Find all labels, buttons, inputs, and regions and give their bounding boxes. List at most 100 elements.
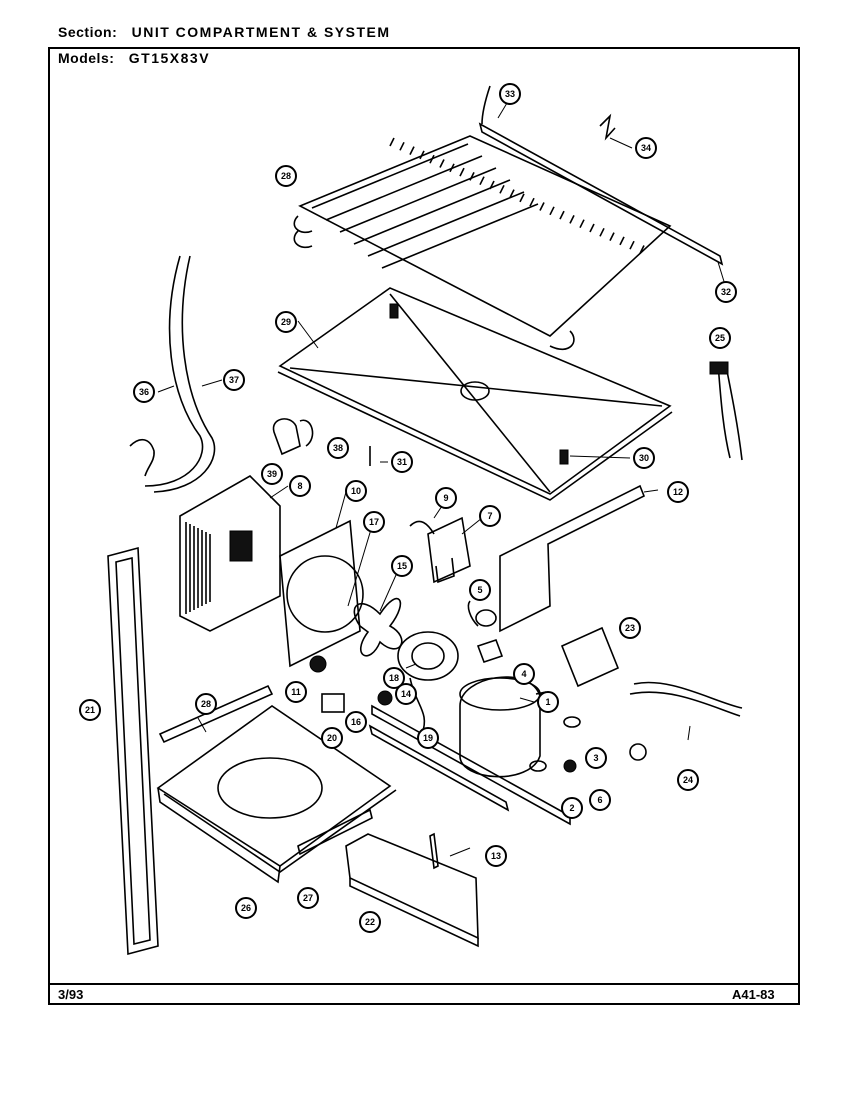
callout-number: 5 — [477, 585, 482, 595]
callout-number: 39 — [267, 469, 277, 479]
coil-fin — [549, 206, 555, 216]
callout-7: 7 — [479, 505, 501, 527]
callout-number: 20 — [327, 733, 337, 743]
callout-number: 11 — [291, 687, 301, 697]
callout-number: 8 — [297, 481, 302, 491]
fan-motor — [321, 631, 459, 735]
section-value: UNIT COMPARTMENT & SYSTEM — [131, 24, 391, 40]
callout-bubble — [585, 747, 607, 769]
callout-bubble — [261, 463, 283, 485]
callout-5: 5 — [469, 579, 491, 601]
callout-bubble — [321, 727, 343, 749]
callout-number: 30 — [639, 453, 649, 463]
callout-bubble — [359, 911, 381, 933]
coil-fin — [449, 163, 455, 173]
callout-bubble — [289, 475, 311, 497]
callout-13: 13 — [485, 845, 507, 867]
callout-21: 21 — [79, 699, 101, 721]
footer-page-code: A41-83 — [732, 987, 775, 1002]
callout-number: 15 — [397, 561, 407, 571]
callout-number: 25 — [715, 333, 725, 343]
coil-fin — [409, 146, 415, 155]
callout-bubble — [513, 663, 535, 685]
callout-bubble — [223, 369, 245, 391]
coil-fin — [389, 137, 395, 147]
callout-number: 18 — [389, 673, 399, 683]
callout-number: 9 — [443, 493, 448, 503]
callout-16: 16 — [345, 711, 367, 733]
callout-bubble — [363, 511, 385, 533]
callout-bubble — [561, 797, 583, 819]
bracket-assembly — [272, 418, 388, 466]
callout-bubble — [417, 727, 439, 749]
top-mounting-rail — [478, 85, 727, 289]
coil-fin — [579, 219, 585, 229]
coil-tube — [353, 179, 511, 245]
callout-number: 36 — [139, 387, 149, 397]
drain-pan — [277, 287, 673, 501]
coil-fin — [469, 172, 475, 181]
callout-30: 30 — [633, 447, 655, 469]
coil-fin — [489, 180, 495, 190]
callout-bubble — [391, 555, 413, 577]
coil-fin — [499, 184, 505, 194]
callout-bubble — [395, 683, 417, 705]
coil-tube — [311, 143, 469, 209]
coil-fin — [589, 223, 595, 233]
coil-tube — [339, 167, 497, 233]
coil-tube — [381, 203, 539, 269]
callout-number: 21 — [85, 705, 95, 715]
callout-bubble — [391, 451, 413, 473]
callout-number: 6 — [597, 795, 602, 805]
callout-3: 3 — [585, 747, 607, 769]
callout-number: 29 — [281, 317, 291, 327]
callout-number: 28 — [201, 699, 211, 709]
coil-fin — [529, 197, 535, 207]
callout-number: 33 — [505, 89, 515, 99]
callout-number: 32 — [721, 287, 731, 297]
callout-bubble — [383, 667, 405, 689]
callout-number: 31 — [397, 457, 407, 467]
coil-fin — [619, 236, 625, 246]
callout-bubble — [715, 281, 737, 303]
callout-14: 14 — [395, 683, 417, 705]
callout-bubble — [633, 447, 655, 469]
callout-number: 2 — [569, 803, 574, 813]
callout-bubble — [133, 381, 155, 403]
coil-fin — [539, 202, 545, 211]
callout-26: 26 — [235, 897, 257, 919]
callout-bubble — [635, 137, 657, 159]
condenser-coil — [293, 135, 672, 351]
rear-access-cover — [345, 832, 479, 948]
callout-32: 32 — [715, 281, 737, 303]
callout-number: 23 — [625, 623, 635, 633]
callout-number: 27 — [303, 893, 313, 903]
callout-bubble — [285, 681, 307, 703]
callout-number: 37 — [229, 375, 239, 385]
coil-fin — [639, 245, 645, 254]
callout-number: 16 — [351, 717, 361, 727]
section-header: Section: UNIT COMPARTMENT & SYSTEM — [58, 24, 391, 40]
callout-2: 2 — [561, 797, 583, 819]
callout-number: 38 — [333, 443, 343, 453]
callout-bubble — [667, 481, 689, 503]
callout-28: 28 — [195, 693, 217, 715]
callout-bubble — [589, 789, 611, 811]
callout-4: 4 — [513, 663, 535, 685]
callout-29: 29 — [275, 311, 297, 333]
relay-overload-assembly — [409, 499, 620, 688]
callout-bubble — [235, 897, 257, 919]
callout-number: 26 — [241, 903, 251, 913]
callout-number: 22 — [365, 917, 375, 927]
callout-27: 27 — [297, 887, 319, 909]
callout-25: 25 — [709, 327, 731, 349]
coil-fin — [509, 189, 515, 198]
coil-fin — [429, 154, 435, 164]
compressor — [459, 676, 547, 778]
models-label: Models: — [58, 50, 115, 66]
callout-24: 24 — [677, 769, 699, 791]
coil-fin — [419, 150, 425, 160]
coil-fin — [569, 215, 575, 224]
drain-tubes — [129, 255, 223, 493]
